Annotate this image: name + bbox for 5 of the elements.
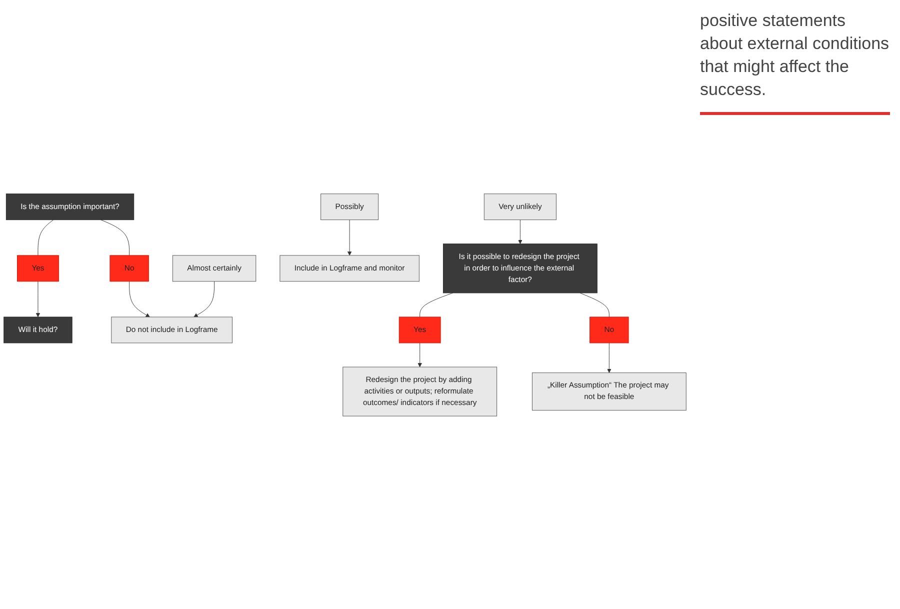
- connector: [38, 219, 54, 256]
- connector: [420, 292, 454, 317]
- note-text: positive statements about external conditions that might affect the success.: [700, 10, 890, 115]
- connector: [580, 292, 610, 317]
- connector: [100, 219, 130, 256]
